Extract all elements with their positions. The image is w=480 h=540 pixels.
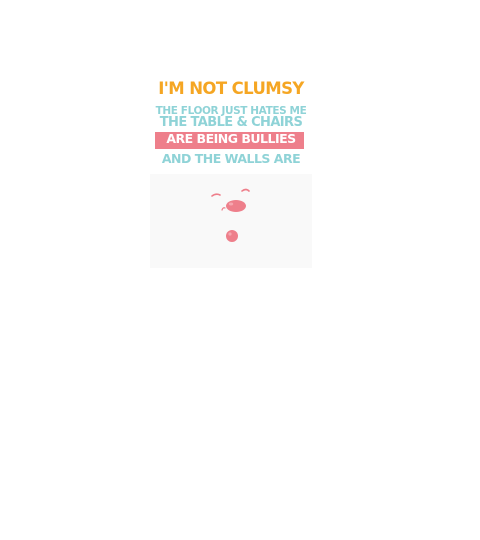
right-brow-icon — [241, 188, 250, 192]
pink-banner — [155, 132, 304, 149]
banner-text: ARE BEING BULLIES — [166, 131, 296, 146]
tshirt-design: I'M NOT CLUMSY THE FLOOR JUST HATES ME T… — [150, 76, 312, 268]
pink-dot-highlight-icon — [228, 232, 232, 236]
headline-text: I'M NOT CLUMSY — [158, 79, 304, 98]
left-brow-icon — [211, 193, 221, 197]
faded-background-shape — [150, 174, 312, 268]
small-mark-icon — [221, 207, 226, 211]
pink-dot-icon — [226, 230, 238, 242]
faded-illustration — [150, 174, 312, 268]
subline-floor-text: THE FLOOR JUST HATES ME — [155, 105, 307, 117]
subline-walls-text: AND THE WALLS ARE — [161, 151, 301, 166]
nose-blob-icon — [226, 200, 246, 212]
nose-highlight-icon — [228, 202, 234, 206]
subline-table-text: THE TABLE & CHAIRS — [159, 115, 303, 130]
